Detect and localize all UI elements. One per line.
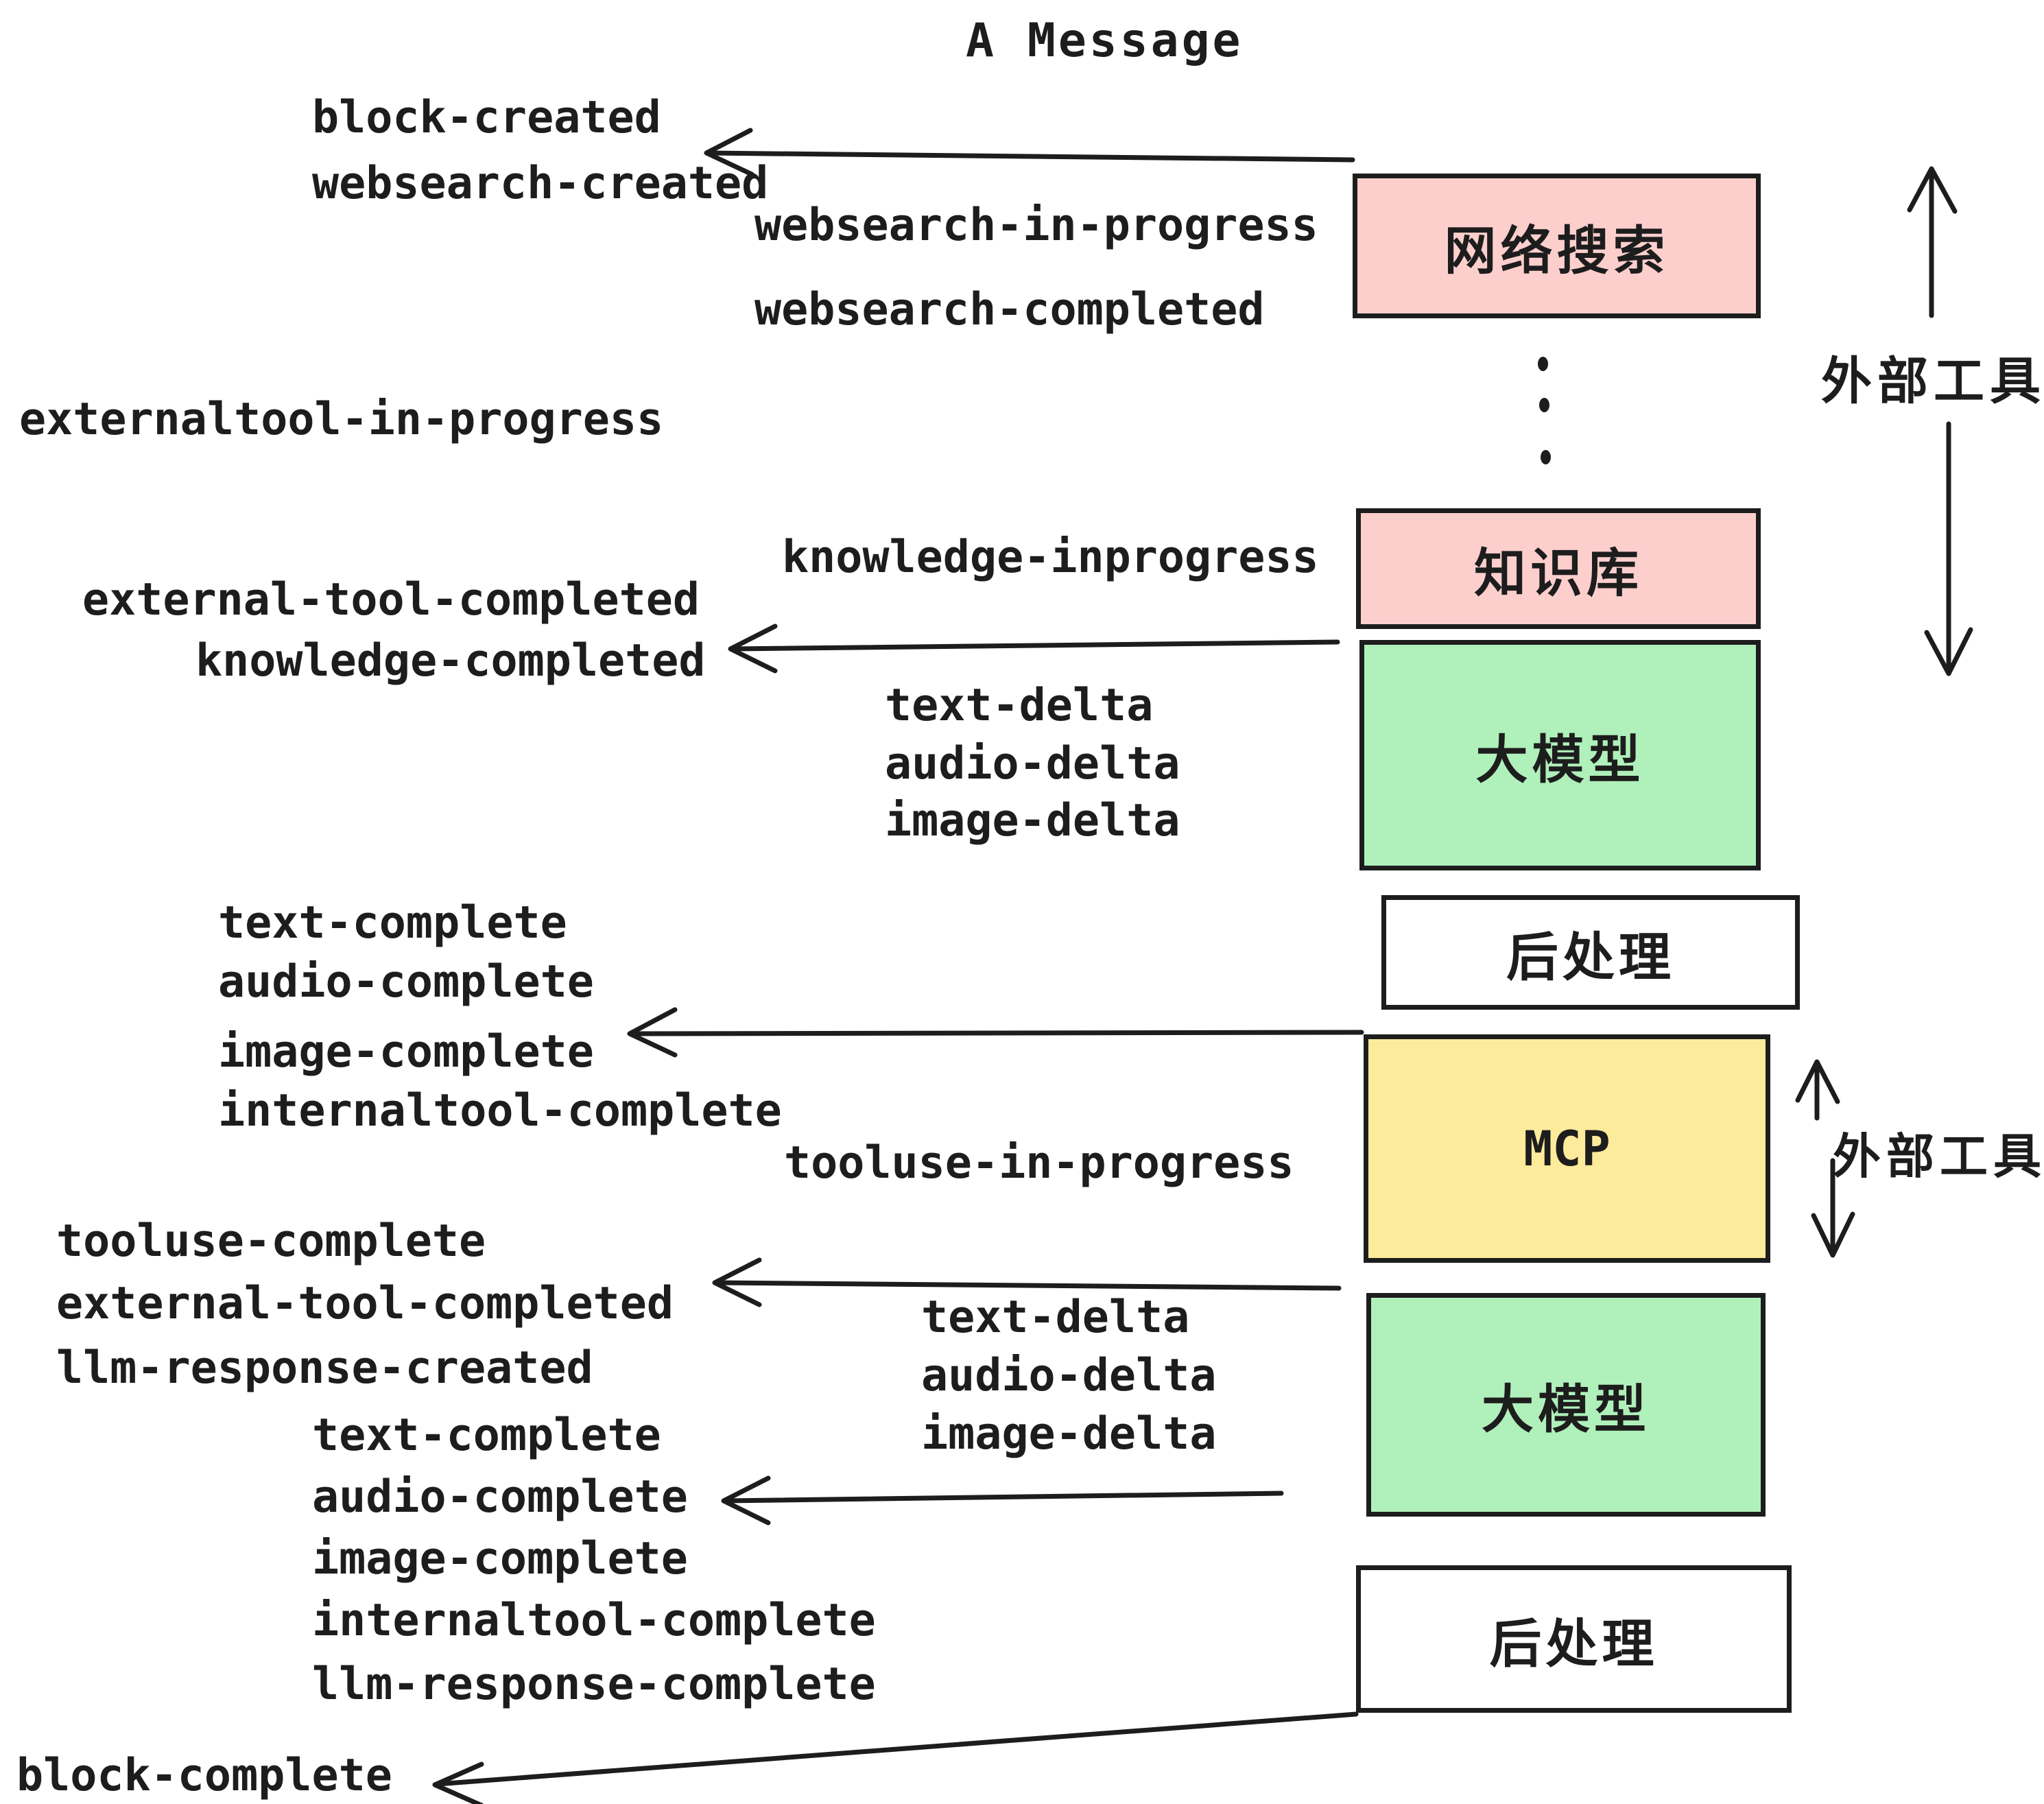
- websearch-box-label: 网络搜索: [1444, 222, 1669, 281]
- arrow-to-block-complete: [432, 1711, 1359, 1804]
- event-audio-delta: audio-delta: [885, 738, 1180, 790]
- event-image-delta-2: image-delta: [921, 1408, 1217, 1460]
- ellipsis-dot: [1541, 450, 1551, 464]
- knowledge-base-box: 知识库: [1356, 508, 1761, 629]
- ellipsis-dot: [1538, 357, 1548, 371]
- event-internaltool-complete: internaltool-complete: [218, 1085, 782, 1137]
- llm-box: 大模型: [1359, 640, 1761, 870]
- event-internaltool-complete-2: internaltool-complete: [312, 1595, 876, 1646]
- post-process-box: 后处理: [1381, 895, 1800, 1010]
- llm-box-2: 大模型: [1366, 1293, 1766, 1517]
- event-text-delta-2: text-delta: [921, 1292, 1190, 1343]
- post-process-box-label: 后处理: [1506, 928, 1675, 987]
- event-text-complete: text-complete: [218, 897, 567, 949]
- event-websearch-completed: websearch-completed: [754, 284, 1265, 335]
- event-audio-complete-2: audio-complete: [312, 1471, 688, 1523]
- knowledge-base-box-label: 知识库: [1474, 545, 1643, 603]
- post-process-box-2-label: 后处理: [1489, 1615, 1659, 1674]
- event-audio-delta-2: audio-delta: [921, 1350, 1217, 1401]
- llm-box-2-label: 大模型: [1482, 1381, 1650, 1439]
- arrow-to-websearch-created: [704, 128, 1355, 177]
- arrow-to-image-complete: [627, 1007, 1364, 1058]
- arrow-to-knowledge-completed: [728, 624, 1340, 674]
- ellipsis-dot: [1539, 398, 1549, 412]
- diagram-title: A Message: [966, 14, 1244, 68]
- event-audio-complete: audio-complete: [218, 956, 594, 1008]
- websearch-box: 网络搜索: [1353, 174, 1761, 318]
- event-block-created: block-created: [312, 92, 661, 143]
- event-externaltool-in-progress: externaltool-in-progress: [19, 394, 664, 445]
- external-tools-down-arrow: [1924, 421, 1973, 676]
- event-knowledge-inprogress: knowledge-inprogress: [782, 532, 1319, 583]
- event-external-tool-completed-2: external-tool-completed: [56, 1278, 674, 1329]
- external-tools-up-arrow: [1907, 166, 1958, 318]
- event-block-complete: block-complete: [16, 1750, 392, 1801]
- arrow-to-tooluse-complete: [712, 1257, 1342, 1307]
- event-text-complete-2: text-complete: [312, 1410, 661, 1461]
- post-process-box-2: 后处理: [1356, 1565, 1792, 1713]
- event-websearch-in-progress: websearch-in-progress: [754, 200, 1318, 251]
- mcp-external-tools-up-arrow: [1795, 1059, 1840, 1121]
- mcp-external-tools-label: 外部工具: [1833, 1130, 2044, 1183]
- event-text-delta: text-delta: [885, 680, 1154, 731]
- event-tooluse-in-progress: tooluse-in-progress: [784, 1137, 1294, 1189]
- event-llm-response-created: llm-response-created: [56, 1342, 593, 1394]
- event-knowledge-completed: knowledge-completed: [195, 635, 706, 687]
- event-tooluse-complete: tooluse-complete: [56, 1215, 486, 1267]
- event-websearch-created: websearch-created: [312, 158, 769, 209]
- arrow-to-audio-complete: [721, 1475, 1284, 1526]
- mcp-box-label: MCP: [1523, 1120, 1611, 1177]
- llm-box-label: 大模型: [1475, 731, 1645, 790]
- event-external-tool-completed: external-tool-completed: [82, 574, 700, 626]
- mcp-external-tools-down-arrow: [1811, 1158, 1855, 1258]
- external-tools-label: 外部工具: [1821, 353, 2044, 410]
- event-llm-response-complete: llm-response-complete: [312, 1659, 876, 1710]
- mcp-box: MCP: [1364, 1034, 1770, 1263]
- event-image-complete: image-complete: [218, 1026, 594, 1078]
- event-image-complete-2: image-complete: [312, 1533, 688, 1585]
- event-image-delta: image-delta: [885, 795, 1180, 846]
